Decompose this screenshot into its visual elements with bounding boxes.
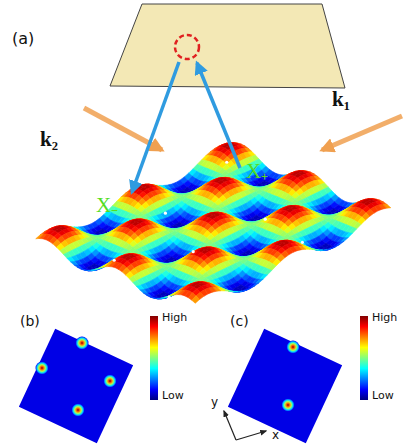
surface-patch [349, 227, 357, 233]
surface-patch [67, 257, 75, 262]
surface-patch [341, 238, 349, 243]
lattice-surface [36, 143, 391, 304]
surface-patch [345, 233, 353, 238]
surface-patch [260, 274, 268, 279]
detector-plane [110, 4, 345, 88]
surface-patch [70, 261, 78, 265]
surface-patch [264, 269, 272, 275]
surface-patch [256, 279, 264, 284]
